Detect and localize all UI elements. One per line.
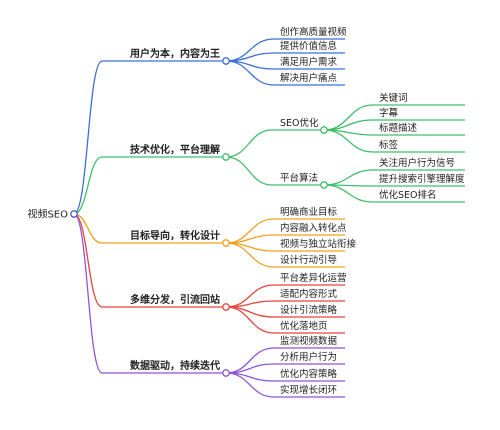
leaf-node-label-3-2: 设计引流策略 bbox=[280, 304, 338, 316]
branch-node-label-3: 多维分发，引流回站 bbox=[130, 293, 220, 306]
sub-node-label-1-1: 平台算法 bbox=[280, 172, 318, 184]
branch-node-dot-3[interactable] bbox=[222, 303, 230, 311]
leaf-node-label-3-3: 优化落地页 bbox=[280, 320, 328, 332]
branch-node-label-4: 数据驱动，持续迭代 bbox=[130, 359, 220, 372]
leaf-edge-3-1 bbox=[225, 300, 275, 308]
branch-edge-1 bbox=[73, 156, 103, 215]
leaf-node-label-4-3: 实现增长闭环 bbox=[280, 384, 337, 396]
branch-node-label-1: 技术优化，平台理解 bbox=[130, 143, 220, 156]
leaf-node-label-4-2: 优化内容策略 bbox=[280, 368, 338, 380]
sub-node-dot-1-0[interactable] bbox=[320, 126, 328, 134]
branch-edge-3 bbox=[73, 213, 103, 308]
leaf-node-label-1-0-1: 字幕 bbox=[379, 107, 399, 119]
leaf-edge-1-0-3 bbox=[323, 129, 374, 153]
leaf-node-label-2-0: 明确商业目标 bbox=[280, 206, 338, 218]
leaf-node-label-1-0-3: 标签 bbox=[379, 139, 399, 151]
sub-edge-1-0 bbox=[225, 129, 273, 158]
leaf-node-label-0-1: 提供价值信息 bbox=[280, 40, 337, 52]
branch-node-label-0: 用户为本，内容为王 bbox=[129, 47, 220, 60]
sub-node-dot-1-1[interactable] bbox=[320, 181, 328, 189]
leaf-node-label-0-0: 创作高质量视频 bbox=[280, 26, 347, 38]
leaf-node-label-1-1-0: 关注用户行为信号 bbox=[379, 157, 455, 169]
sub-node-label-1-0: SEO优化 bbox=[280, 117, 319, 129]
leaf-node-label-0-2: 满足用户需求 bbox=[280, 56, 338, 68]
branch-edge-4 bbox=[73, 213, 103, 374]
leaf-node-label-1-0-2: 标题描述 bbox=[379, 122, 418, 134]
leaf-node-label-1-1-2: 优化SEO排名 bbox=[379, 189, 437, 201]
branch-node-dot-0[interactable] bbox=[222, 57, 230, 65]
leaf-node-label-3-1: 适配内容形式 bbox=[280, 288, 338, 300]
leaf-edge-0-0 bbox=[225, 38, 275, 62]
leaf-node-label-1-1-1: 提升搜索引擎理解度 bbox=[379, 173, 465, 185]
leaf-node-label-3-0: 平台差异化运营 bbox=[280, 272, 347, 284]
leaf-edge-4-0 bbox=[225, 347, 275, 374]
leaf-edge-1-0-0 bbox=[323, 104, 374, 131]
leaf-edge-3-3 bbox=[225, 306, 275, 334]
branch-node-dot-1[interactable] bbox=[222, 153, 230, 161]
root-node-dot[interactable] bbox=[70, 210, 78, 218]
leaf-node-label-2-3: 设计行动引导 bbox=[280, 254, 337, 266]
leaf-node-label-2-1: 内容融入转化点 bbox=[280, 222, 347, 234]
sub-edge-1-1 bbox=[225, 156, 273, 186]
branch-node-dot-2[interactable] bbox=[222, 239, 230, 247]
leaf-node-label-1-0-0: 关键词 bbox=[379, 92, 408, 104]
leaf-node-label-2-2: 视频与独立站衔接 bbox=[280, 238, 357, 250]
leaf-edge-2-3 bbox=[225, 242, 275, 268]
leaf-node-label-4-0: 监测视频数据 bbox=[280, 335, 338, 347]
branch-edge-0 bbox=[73, 60, 103, 215]
leaf-edge-1-1-2 bbox=[323, 184, 374, 203]
root-node-label: 视频SEO bbox=[27, 208, 68, 221]
leaf-edge-0-3 bbox=[225, 60, 275, 86]
leaf-node-label-0-3: 解决用户痛点 bbox=[280, 72, 338, 84]
branch-node-label-2: 目标导向，转化设计 bbox=[130, 229, 220, 242]
leaf-edge-4-3 bbox=[225, 372, 275, 398]
leaf-node-label-4-1: 分析用户行为 bbox=[280, 351, 337, 363]
leaf-edge-1-1-0 bbox=[323, 169, 374, 186]
branch-node-dot-4[interactable] bbox=[222, 369, 230, 377]
